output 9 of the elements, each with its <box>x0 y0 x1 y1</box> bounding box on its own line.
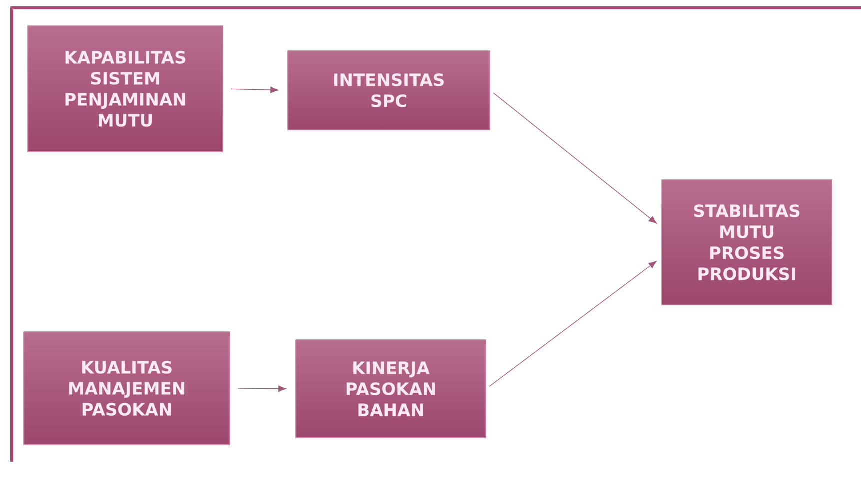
process-box: KINERJA PASOKAN BAHAN <box>296 340 486 438</box>
process-box: KAPABILITAS SISTEM PENJAMINAN MUTU <box>28 26 224 152</box>
process-box: STABILITAS MUTU PROSES PRODUKSI <box>662 180 832 306</box>
arrow <box>489 261 657 387</box>
process-box: INTENSITAS SPC <box>288 50 490 130</box>
arrow <box>238 386 287 392</box>
process-box: KUALITAS MANAJEMEN PASOKAN <box>24 332 230 446</box>
arrow <box>231 86 279 94</box>
arrow <box>493 92 657 224</box>
